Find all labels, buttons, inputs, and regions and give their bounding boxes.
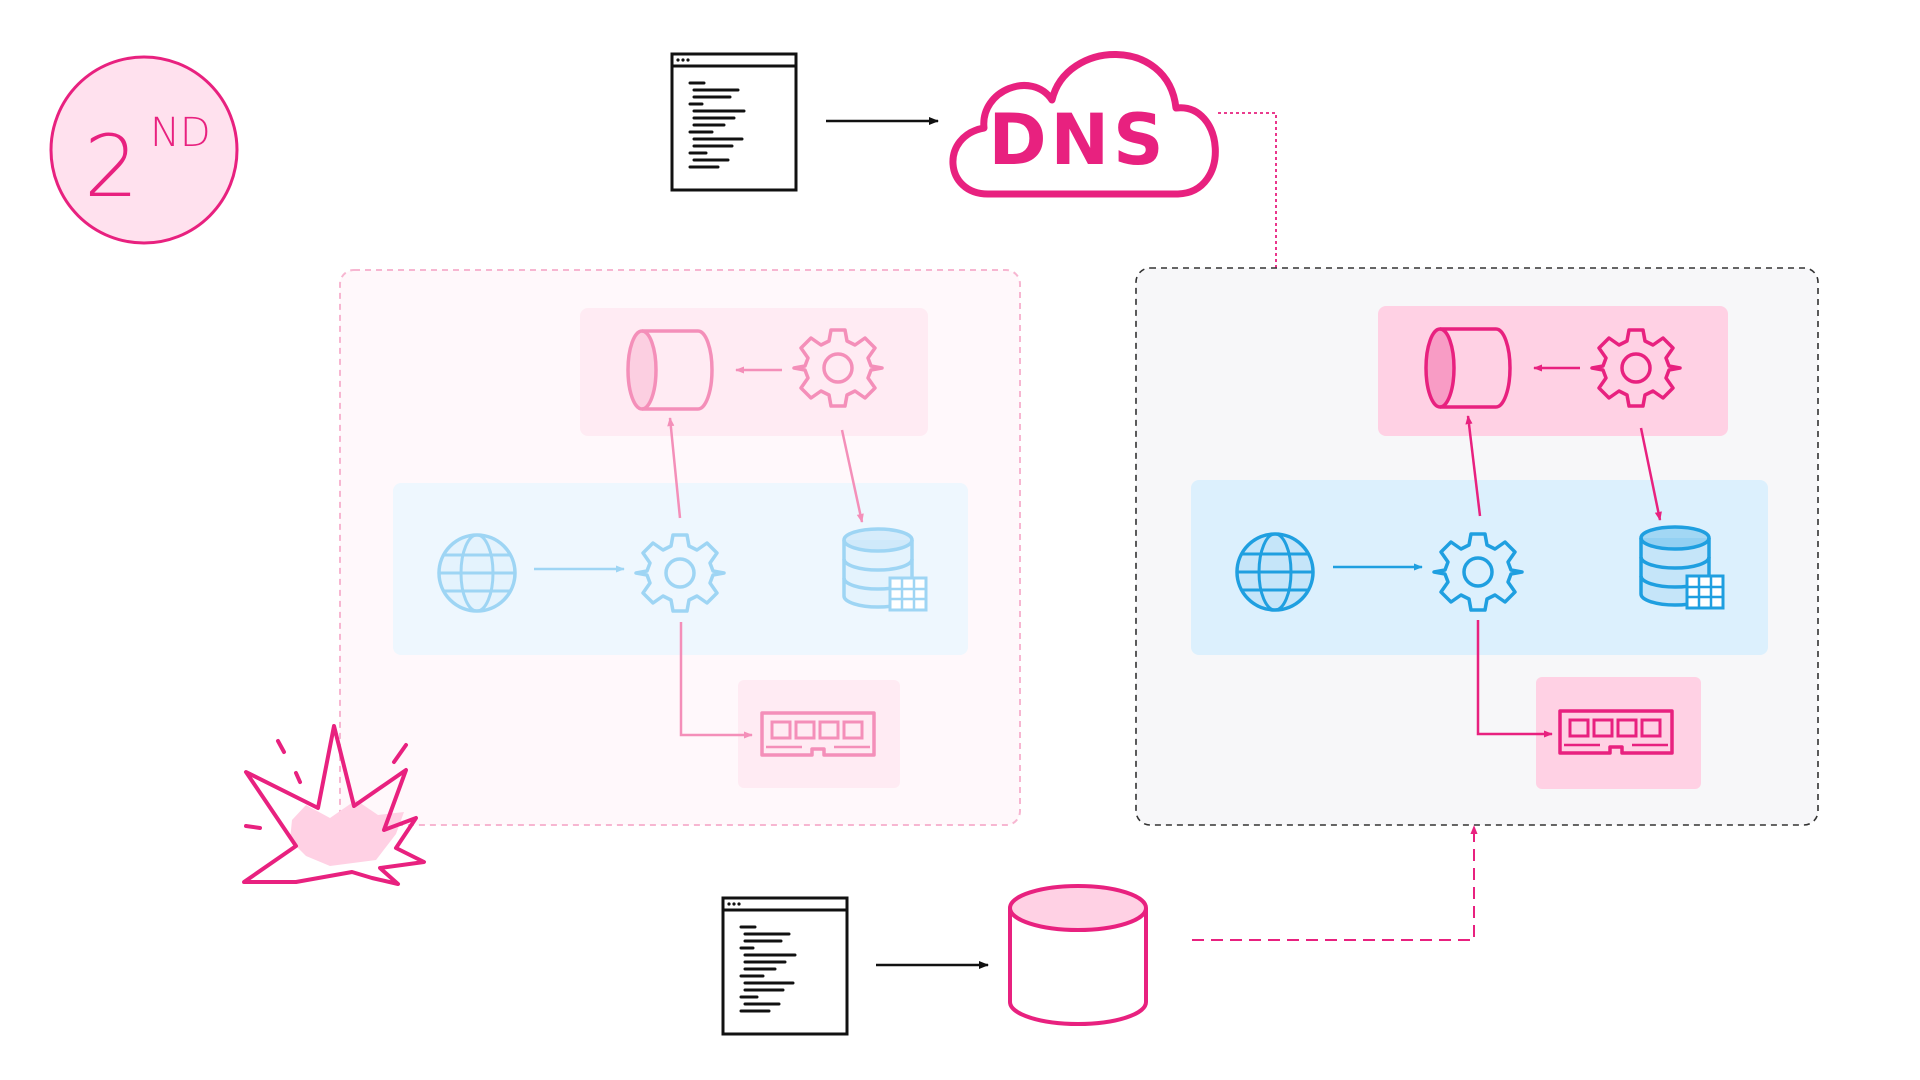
explosion-icon (242, 724, 426, 886)
step-badge: 2 ND (49, 55, 239, 245)
active-region-app-panel (1191, 480, 1768, 655)
database-cylinder-icon (1008, 884, 1148, 1026)
active-arrow (1465, 415, 1482, 517)
dns-cloud-icon: DNS (949, 51, 1219, 198)
active-region (1135, 267, 1819, 826)
database-to-region-arrow (1192, 825, 1478, 941)
database-table-icon (842, 527, 928, 612)
failed-region-storage-panel (580, 308, 928, 436)
dns-label: DNS (988, 99, 1167, 181)
code-file-icon (721, 896, 849, 1036)
active-region-storage-panel (1378, 306, 1728, 436)
failed-arrow (679, 622, 753, 739)
failed-region-app-panel (393, 483, 968, 655)
database-table-icon (1639, 525, 1725, 610)
globe-icon (1235, 532, 1315, 612)
failed-arrow (840, 429, 864, 523)
badge-suffix: ND (150, 110, 211, 156)
code-file-icon (670, 52, 798, 192)
failed-arrow (667, 417, 682, 519)
globe-icon (437, 533, 517, 613)
failed-region (339, 269, 1021, 826)
active-arrow (1476, 620, 1553, 738)
badge-number: 2 (84, 117, 139, 217)
active-arrow (1639, 427, 1662, 521)
